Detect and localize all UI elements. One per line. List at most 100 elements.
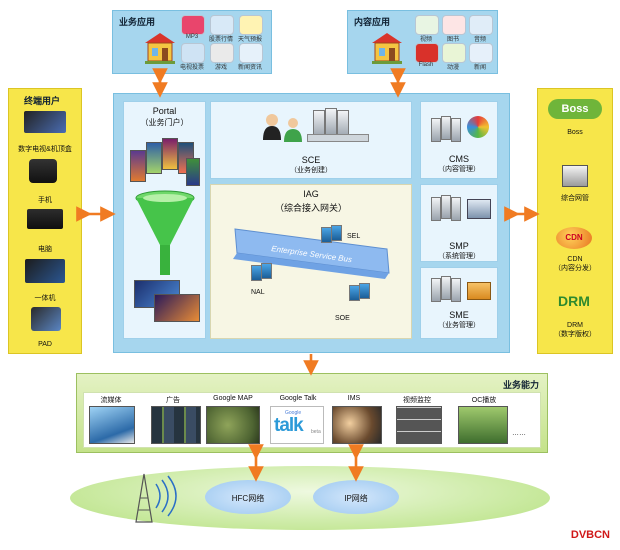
server-icon bbox=[431, 197, 441, 221]
laptop-device-icon bbox=[27, 209, 63, 229]
server-icon bbox=[441, 276, 451, 300]
cap-label-video-monitoring: 视频监控 bbox=[403, 397, 431, 404]
portal-subtitle: （业务门户） bbox=[140, 118, 189, 127]
sel-server-icon bbox=[331, 225, 342, 241]
video-monitoring-thumb[interactable] bbox=[396, 406, 442, 444]
cap-label-ims: IMS bbox=[347, 395, 361, 402]
content-media-icon bbox=[467, 116, 489, 138]
game-label: 游戏 bbox=[214, 65, 227, 71]
iag-box: IAG （综合接入网关） Enterprise Service Bus SEL … bbox=[210, 184, 412, 339]
system-monitor-icon bbox=[467, 199, 491, 219]
server-icon bbox=[441, 195, 451, 219]
store-icon bbox=[143, 31, 177, 65]
server-icon bbox=[325, 108, 337, 136]
content-apps-title: 内容应用 bbox=[354, 17, 391, 27]
tv-device-icon bbox=[24, 111, 66, 133]
stock-label: 股票行情 bbox=[208, 37, 233, 43]
ad-thumb[interactable] bbox=[151, 406, 201, 444]
cms-name: CMS bbox=[449, 154, 469, 164]
sce-platform-base bbox=[307, 134, 369, 142]
news-info-tile[interactable] bbox=[239, 43, 263, 63]
soe-server-icon bbox=[359, 283, 370, 299]
server-icon bbox=[441, 116, 451, 140]
mp3-tile[interactable] bbox=[181, 15, 205, 35]
cap-label-streaming: 流媒体 bbox=[100, 397, 122, 404]
cap-label-google-map: Google MAP bbox=[213, 395, 253, 402]
weather-tile[interactable] bbox=[239, 15, 263, 35]
cms-box: CMS （内容管理） bbox=[420, 101, 498, 179]
audio-tile[interactable] bbox=[469, 15, 493, 35]
server-icon bbox=[451, 197, 461, 221]
sme-name: SME bbox=[449, 310, 469, 320]
phone-device-icon bbox=[29, 159, 57, 183]
talk-beta-label: beta bbox=[311, 429, 321, 435]
integrated-mgmt-label: 综合网管 bbox=[561, 195, 589, 202]
watermark: DVBCN bbox=[570, 529, 610, 541]
allinone-label: 一体机 bbox=[34, 295, 56, 302]
pc-label: 电脑 bbox=[38, 246, 52, 253]
funnel-icon bbox=[134, 190, 196, 280]
streaming-thumb[interactable] bbox=[89, 406, 135, 444]
video-tile[interactable] bbox=[415, 15, 439, 35]
tv-stb-label: 数字电视&机顶盒 bbox=[18, 146, 72, 153]
portal-screen-icon bbox=[130, 150, 146, 182]
cms-subtitle: （内容管理） bbox=[438, 166, 480, 173]
server-icon bbox=[451, 278, 461, 302]
esb-bus-graphic: Enterprise Service Bus bbox=[233, 228, 390, 279]
network-mgmt-icon bbox=[562, 165, 588, 187]
business-apps-panel: 业务应用 MP3 股票行情 天气预报 电视投票 游戏 新闻资讯 bbox=[112, 10, 272, 74]
portal-screen-icon bbox=[186, 158, 200, 186]
cap-label-ad: 广告 bbox=[166, 397, 180, 404]
smp-name: SMP bbox=[449, 241, 469, 251]
flash-tile[interactable] bbox=[415, 43, 439, 63]
sce-name: SCE bbox=[301, 155, 321, 165]
audio-label: 音频 bbox=[473, 37, 486, 43]
anime-label: 动漫 bbox=[446, 65, 459, 71]
ip-cloud bbox=[313, 480, 399, 514]
ims-thumb[interactable] bbox=[332, 406, 382, 444]
video-label: 视频 bbox=[419, 37, 432, 43]
portal-box: Portal （业务门户） bbox=[123, 101, 206, 339]
book-tile[interactable] bbox=[442, 15, 466, 35]
nal-server-icon bbox=[261, 263, 272, 279]
talk-logo-text: talk bbox=[274, 415, 304, 436]
news-tile[interactable] bbox=[469, 43, 493, 63]
terminal-users-title: 终端用户 bbox=[24, 96, 61, 106]
talk-google-label: Google bbox=[285, 410, 302, 416]
server-icon bbox=[431, 118, 441, 142]
game-tile[interactable] bbox=[210, 43, 234, 63]
portal-screen-icon bbox=[146, 142, 162, 174]
portal-output-screen-icon bbox=[154, 294, 200, 322]
allinone-device-icon bbox=[25, 259, 65, 283]
soe-label: SOE bbox=[335, 315, 350, 322]
google-map-thumb[interactable] bbox=[206, 406, 260, 444]
news-info-label: 新闻资讯 bbox=[237, 65, 262, 71]
server-icon bbox=[431, 278, 441, 302]
portal-screen-icon bbox=[162, 138, 178, 170]
sel-label: SEL bbox=[347, 233, 361, 240]
sce-subtitle: （业务创建） bbox=[290, 167, 332, 174]
drm-logo-icon: DRM bbox=[558, 293, 590, 309]
pad-label: PAD bbox=[38, 341, 52, 348]
business-apps-title: 业务应用 bbox=[119, 17, 156, 27]
stock-tile[interactable] bbox=[210, 15, 234, 35]
store-icon bbox=[370, 31, 404, 65]
capability-more: …… bbox=[512, 430, 526, 437]
phone-label: 手机 bbox=[38, 197, 52, 204]
network-cloud bbox=[70, 466, 550, 530]
sme-subtitle: （业务管理） bbox=[438, 322, 480, 329]
oc-play-thumb[interactable] bbox=[458, 406, 508, 444]
smp-box: SMP （系统管理） bbox=[420, 184, 498, 262]
book-label: 图书 bbox=[446, 37, 459, 43]
cap-label-google-talk: Google Talk bbox=[279, 395, 317, 402]
google-talk-thumb[interactable]: Google talk beta bbox=[270, 406, 324, 444]
portal-name: Portal bbox=[152, 106, 177, 116]
nal-label: NAL bbox=[251, 289, 265, 296]
broadcast-tower-icon bbox=[135, 473, 177, 523]
tv-vote-label: 电视投票 bbox=[179, 65, 204, 71]
tv-vote-tile[interactable] bbox=[181, 43, 205, 63]
content-apps-panel: 内容应用 视频 图书 音频 Flash 动漫 新闻 bbox=[347, 10, 498, 74]
admin-user-icon bbox=[261, 112, 283, 140]
sce-box: SCE （业务创建） bbox=[210, 101, 412, 179]
anime-tile[interactable] bbox=[442, 43, 466, 63]
